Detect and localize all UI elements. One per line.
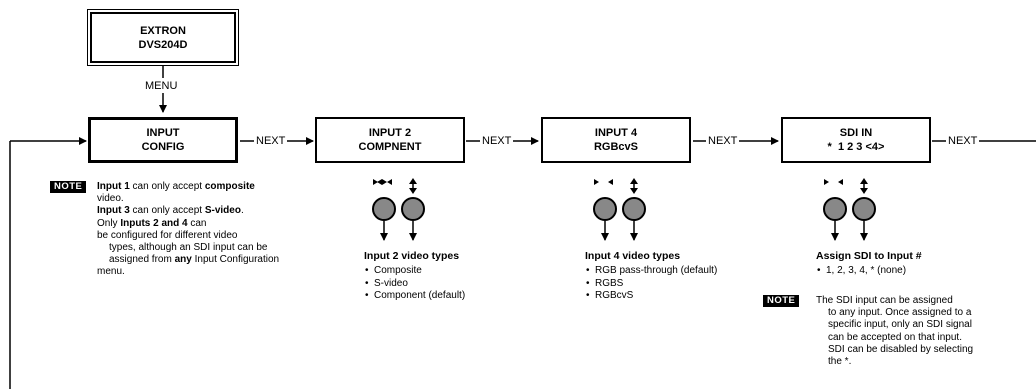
list-item: Component (default) [364, 290, 465, 303]
screen-line1: INPUT [146, 127, 180, 139]
note-line: The SDI input can be assigned [816, 295, 953, 306]
input4-knobs [593, 178, 646, 241]
list-item: Composite [364, 265, 465, 278]
next-label: NEXT [482, 135, 512, 147]
input4-types-title: Input 4 video types [585, 250, 681, 262]
sdi-assign-list: 1, 2, 3, 4, * (none) [816, 265, 906, 278]
list-item: RGBcvS [585, 290, 717, 303]
note-line: Input 3 can only accept S-video. [97, 205, 244, 217]
list-item: 1, 2, 3, 4, * (none) [816, 265, 906, 278]
next-label: NEXT [948, 135, 978, 147]
note-line: the *. [828, 356, 852, 368]
input4-types-list: RGB pass-through (default) RGBS RGBcvS [585, 265, 717, 303]
note-tag: NOTE [763, 295, 800, 307]
left-knob [823, 197, 847, 221]
note-line: video. [97, 193, 124, 205]
up-down-arrows-icon [860, 178, 868, 194]
screen-line1: SDI IN [839, 127, 873, 139]
screen-input2: INPUT 2 COMPNENT [315, 117, 465, 163]
left-right-arrows-icon [373, 179, 392, 185]
list-item: RGB pass-through (default) [585, 265, 717, 278]
screen-line2: CONFIG [141, 141, 185, 153]
note-line: be configured for different video [97, 229, 238, 241]
device-line2: DVS204D [138, 38, 188, 51]
input2-knobs [372, 178, 425, 241]
screen-input-config: INPUT CONFIG [88, 117, 238, 163]
right-knob [622, 197, 646, 221]
next-label: NEXT [256, 135, 286, 147]
screen-line1: INPUT 2 [368, 127, 412, 139]
up-down-arrows-icon [409, 178, 417, 194]
note-line: specific input, only an SDI signal [828, 319, 972, 331]
note-tag: NOTE [50, 181, 87, 193]
note-line: assigned from any Input Configuration [109, 254, 280, 266]
note-line: can be accepted on that input. [828, 331, 962, 343]
device-box: EXTRON DVS204D [87, 9, 239, 66]
menu-label: MENU [145, 80, 178, 92]
device-line1: EXTRON [140, 24, 186, 37]
list-item: S-video [364, 278, 465, 291]
input2-types-list: Composite S-video Component (default) [364, 265, 465, 303]
screen-line2: * 1 2 3 <4> [827, 141, 885, 153]
right-knob [401, 197, 425, 221]
note-line: types, although an SDI input can be [109, 242, 268, 254]
screen-input4: INPUT 4 RGBcvS [541, 117, 691, 163]
right-knob [852, 197, 876, 221]
screen-line1: INPUT 4 [594, 127, 638, 139]
note-line: to any input. Once assigned to a [828, 307, 972, 319]
input2-types-title: Input 2 video types [364, 250, 460, 262]
note-line: menu. [97, 266, 125, 278]
next-label: NEXT [708, 135, 738, 147]
note-sdi: The SDI input can be assigned to any inp… [816, 295, 973, 368]
sdi-knobs [823, 178, 876, 241]
note-line: Input 1 can only accept composite [97, 181, 255, 192]
left-right-arrows-icon [824, 179, 843, 185]
sdi-assign-title: Assign SDI to Input # [816, 250, 922, 262]
left-right-arrows-icon [594, 179, 613, 185]
screen-line2: RGBcvS [593, 141, 639, 153]
up-down-arrows-icon [630, 178, 638, 194]
screen-line2: COMPNENT [358, 141, 422, 153]
note-line: SDI can be disabled by selecting [828, 343, 974, 355]
left-knob [372, 197, 396, 221]
screen-sdi: SDI IN * 1 2 3 <4> [781, 117, 931, 163]
list-item: RGBS [585, 278, 717, 291]
note-line: Only Inputs 2 and 4 can [97, 217, 207, 229]
left-knob [593, 197, 617, 221]
